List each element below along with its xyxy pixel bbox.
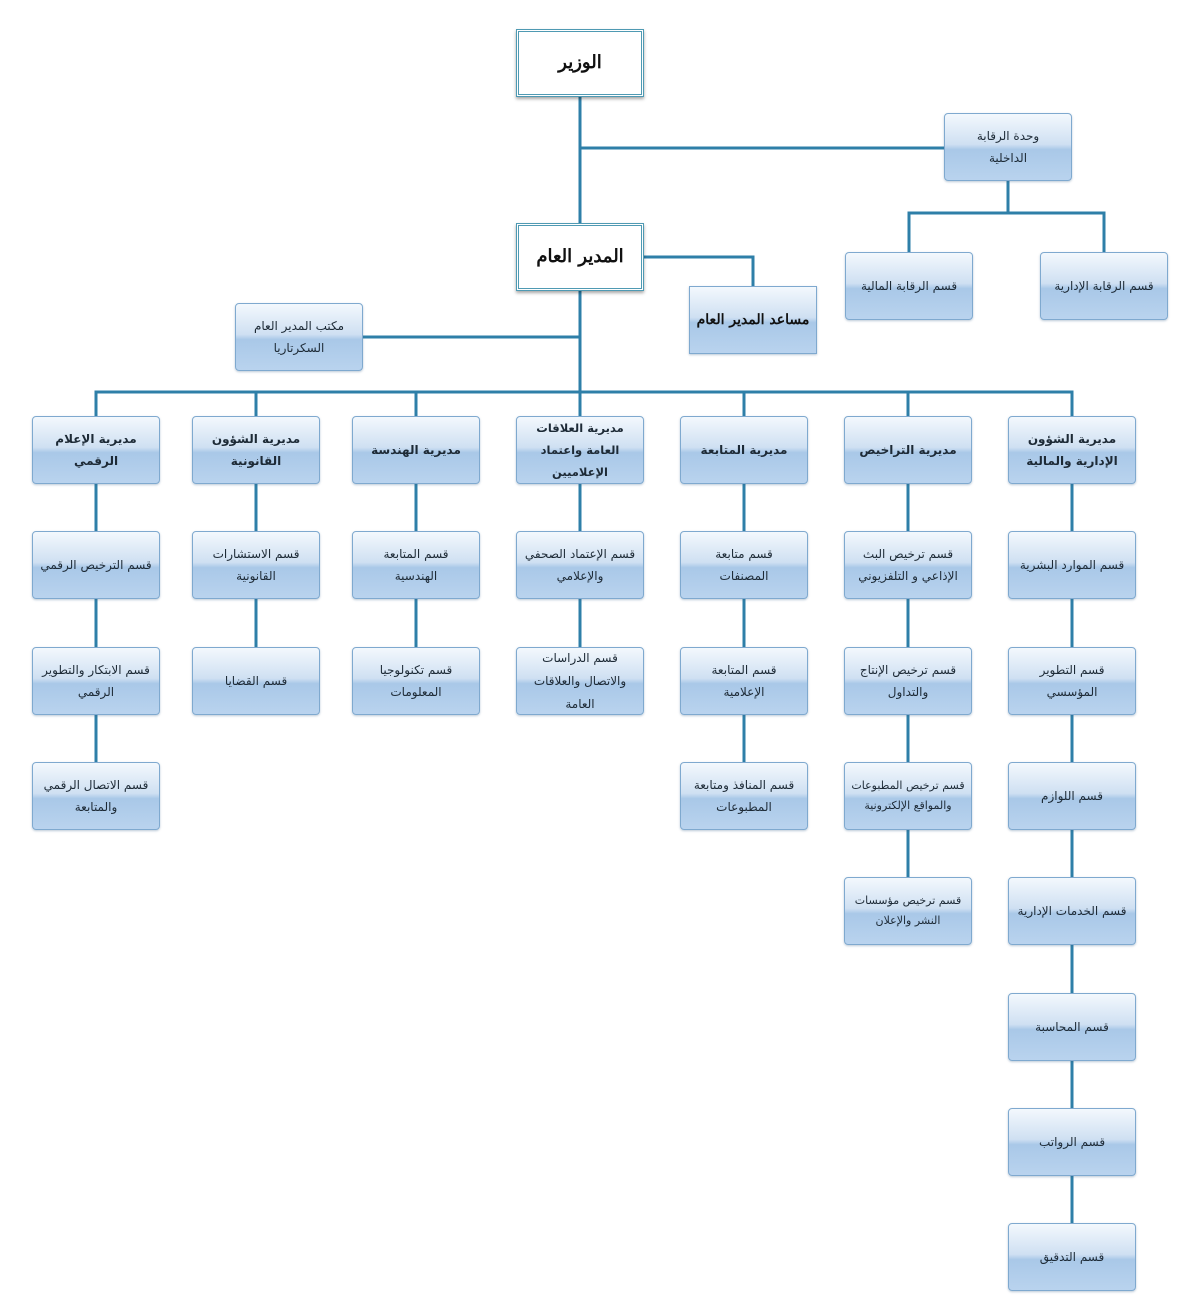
section-box: قسم الموارد البشرية (1008, 531, 1136, 599)
section-box: قسم الابتكار والتطوير الرقمي (32, 647, 160, 715)
box-line: الإدارية والمالية (1026, 454, 1118, 468)
box-line: قسم الاستشارات (212, 547, 300, 561)
box-line: مديرية الشؤون (1027, 432, 1117, 446)
box-line: والمتابعة (74, 800, 118, 814)
box-line: قسم القضايا (224, 674, 288, 688)
box-line: والتداول (887, 685, 929, 699)
box-line: والإعلامي (556, 569, 604, 583)
section-box: قسم الدراسات والاتصال والعلاقات العامة (516, 647, 644, 715)
section-box: قسم التدقيق (1008, 1223, 1136, 1291)
box-line: قسم الابتكار والتطوير (42, 663, 150, 677)
section-box: قسم متابعة المصنفات (680, 531, 808, 599)
box-line: قسم التطوير (1039, 663, 1105, 677)
section-box: قسم الرواتب (1008, 1108, 1136, 1176)
financial-audit-box: قسم الرقابة المالية (845, 252, 973, 320)
box-line: قسم اللوازم (1041, 789, 1103, 803)
assistant-gm-box: مساعد المدير العام (689, 286, 817, 354)
minister-box: الوزير (516, 29, 644, 97)
box-line: قسم المحاسبة (1035, 1020, 1109, 1034)
section-box: قسم التطوير المؤسسي (1008, 647, 1136, 715)
box-line: قسم الموارد البشرية (1019, 558, 1125, 572)
box-line: الإعلامية (723, 685, 765, 699)
box-line: السكرتاريا (273, 341, 325, 355)
box-line: العامة واعتماد (540, 443, 620, 457)
box-line: قسم تكنولوجيا (379, 663, 453, 677)
box-line: قسم الخدمات الإدارية (1017, 904, 1127, 918)
box-line: القانونية (230, 454, 282, 468)
box-line: مديرية العلاقات (536, 421, 624, 435)
section-box: قسم تكنولوجيا المعلومات (352, 647, 480, 715)
box-line: قسم الاتصال الرقمي (43, 778, 149, 792)
section-box: قسم اللوازم (1008, 762, 1136, 830)
box-line: قسم الدراسات (542, 651, 618, 665)
minister-label: الوزير (558, 52, 602, 73)
general-manager-box: المدير العام (516, 223, 644, 291)
box-line: قسم الترخيص الرقمي (40, 558, 152, 572)
section-box: قسم الخدمات الإدارية (1008, 877, 1136, 945)
section-box: قسم الاتصال الرقمي والمتابعة (32, 762, 160, 830)
box-line: مكتب المدير العام (253, 319, 345, 333)
gm-office-box: مكتب المدير العام السكرتاريا (235, 303, 363, 371)
box-line: العامة (565, 697, 595, 711)
section-box: قسم المتابعة الإعلامية (680, 647, 808, 715)
box-line: مديرية الهندسة (371, 443, 461, 457)
directorate-box: مديرية التراخيص (844, 416, 972, 484)
box-line: والاتصال والعلاقات (533, 674, 627, 688)
section-box: قسم الاستشارات القانونية (192, 531, 320, 599)
directorate-box: مديرية الهندسة (352, 416, 480, 484)
box-line: قسم الرواتب (1038, 1135, 1106, 1149)
box-line: قسم ترخيص المطبوعات (851, 779, 965, 792)
box-line: قسم التدقيق (1039, 1250, 1105, 1264)
box-line: قسم ترخيص مؤسسات (854, 894, 962, 907)
box-line: قسم الرقابة الإدارية (1054, 279, 1154, 293)
box-line: قسم ترخيص الإنتاج (859, 663, 957, 677)
section-box: قسم ترخيص البث الإذاعي و التلفزيوني (844, 531, 972, 599)
section-box: قسم القضايا (192, 647, 320, 715)
box-line: مديرية المتابعة (700, 443, 788, 457)
box-line: والمواقع الإلكترونية (864, 799, 952, 812)
box-line: الهندسية (394, 569, 438, 583)
directorate-box: مديرية العلاقات العامة واعتماد الإعلاميين (516, 416, 644, 484)
box-line: الإعلاميين (552, 465, 608, 479)
directorate-box: مديرية الإعلام الرقمي (32, 416, 160, 484)
box-line: القانونية (236, 569, 276, 583)
box-line: قسم متابعة (715, 547, 773, 561)
directorate-box: مديرية المتابعة (680, 416, 808, 484)
box-line: قسم الرقابة المالية (860, 279, 958, 293)
box-line: المؤسسي (1046, 685, 1098, 699)
box-line: المعلومات (390, 685, 442, 699)
box-line: الداخلية (988, 151, 1028, 165)
general-manager-label: المدير العام (536, 246, 624, 267)
box-line: الإذاعي و التلفزيوني (858, 569, 958, 583)
box-line: قسم المتابعة (711, 663, 777, 677)
assistant-gm-label: مساعد المدير العام (696, 312, 810, 328)
box-line: الرقمي (73, 454, 119, 468)
box-line: قسم المتابعة (383, 547, 449, 561)
directorate-box: مديرية الشؤون الإدارية والمالية (1008, 416, 1136, 484)
box-line: مديرية التراخيص (859, 443, 957, 457)
section-box: قسم المحاسبة (1008, 993, 1136, 1061)
internal-audit-unit-box: وحدة الرقابة الداخلية (944, 113, 1072, 181)
box-line: قسم ترخيص البث (862, 547, 954, 561)
section-box: قسم الإعتماد الصحفي والإعلامي (516, 531, 644, 599)
box-line: مديرية الشؤون (211, 432, 301, 446)
box-line: مديرية الإعلام (55, 432, 137, 446)
box-line: قسم المنافذ ومتابعة (693, 778, 795, 792)
directorate-box: مديرية الشؤون القانونية (192, 416, 320, 484)
box-line: قسم الإعتماد الصحفي (524, 547, 636, 561)
section-box: قسم ترخيص الإنتاج والتداول (844, 647, 972, 715)
section-box: قسم ترخيص مؤسسات النشر والإعلان (844, 877, 972, 945)
section-box: قسم ترخيص المطبوعات والمواقع الإلكترونية (844, 762, 972, 830)
box-line: الرقمي (77, 685, 115, 699)
admin-audit-box: قسم الرقابة الإدارية (1040, 252, 1168, 320)
box-line: النشر والإعلان (875, 914, 941, 927)
section-box: قسم الترخيص الرقمي (32, 531, 160, 599)
section-box: قسم المتابعة الهندسية (352, 531, 480, 599)
box-line: المصنفات (719, 569, 769, 583)
box-line: وحدة الرقابة (976, 129, 1040, 143)
section-box: قسم المنافذ ومتابعة المطبوعات (680, 762, 808, 830)
box-line: المطبوعات (716, 800, 772, 814)
